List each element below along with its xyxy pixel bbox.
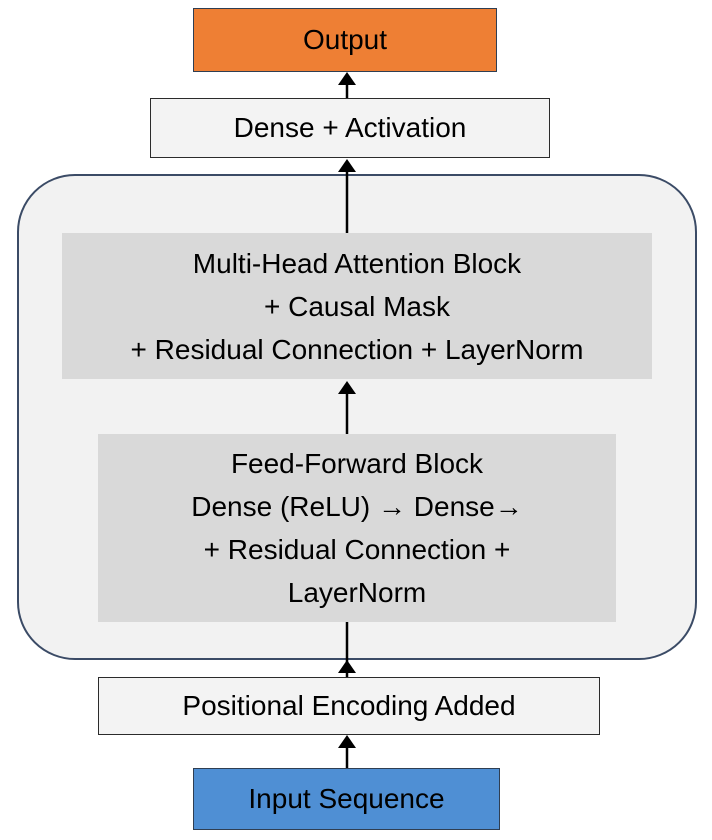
output-label: Output xyxy=(302,24,388,55)
input-sequence-node: Input Sequence xyxy=(193,768,500,830)
positional-encoding-node: Positional Encoding Added xyxy=(98,677,600,735)
mha-line-3: + Residual Connection + LayerNorm xyxy=(130,333,584,365)
mha-line-1: Multi-Head Attention Block xyxy=(192,247,522,279)
mha-line-2: + Causal Mask xyxy=(264,290,450,322)
arrowhead-input-to-positional xyxy=(338,735,356,748)
ff-line-2: Dense (ReLU) → Dense→ xyxy=(191,491,523,522)
dense-activation-label: Dense + Activation xyxy=(233,112,467,143)
arrowhead-ff-to-mha xyxy=(338,381,356,394)
output-node: Output xyxy=(193,8,497,72)
ff-line-3: + Residual Connection + xyxy=(203,534,511,565)
ff-line-4: LayerNorm xyxy=(287,577,427,608)
positional-encoding-label: Positional Encoding Added xyxy=(182,690,516,721)
arrowhead-positional-to-ff xyxy=(338,660,356,673)
feed-forward-block: Feed-Forward Block Dense (ReLU) → Dense→… xyxy=(98,434,616,622)
multi-head-attention-block: Multi-Head Attention Block + Causal Mask… xyxy=(62,233,652,379)
ff-line-1: Feed-Forward Block xyxy=(230,448,484,479)
dense-activation-node: Dense + Activation xyxy=(150,98,550,158)
arrowhead-dense-to-output xyxy=(338,72,356,85)
input-sequence-label: Input Sequence xyxy=(248,783,445,814)
arrowhead-mha-to-dense xyxy=(338,159,356,172)
